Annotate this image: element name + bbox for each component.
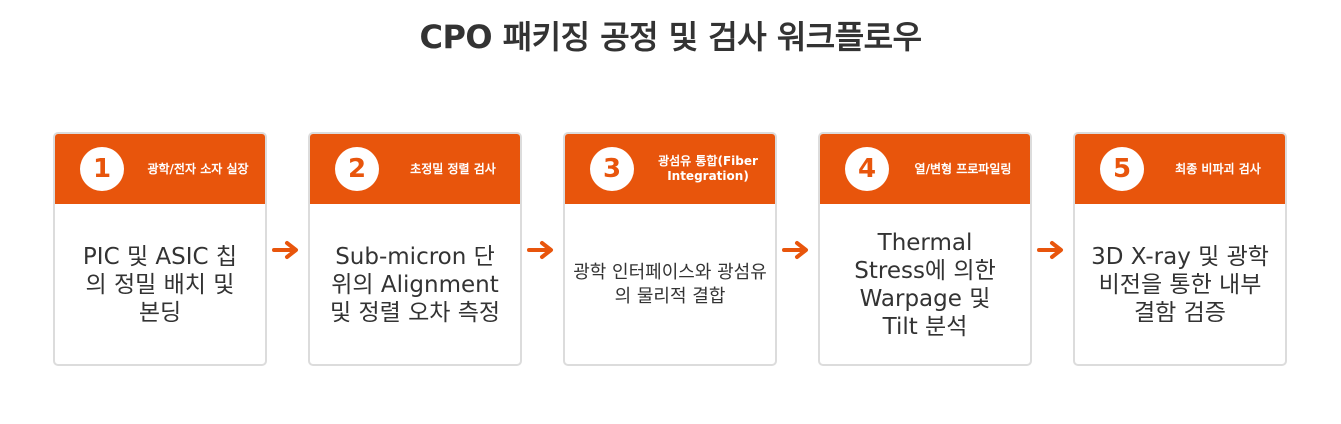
step-description: 3D X-ray 및 광학 비전을 통한 내부 결함 검증: [1091, 244, 1269, 326]
step-header: 3 광섬유 통합(Fiber Integration): [565, 134, 775, 204]
step-header: 2 초정밀 정렬 검사: [310, 134, 520, 204]
step-number-badge: 4: [845, 147, 889, 191]
arrow-right-icon: [782, 241, 808, 259]
step-label: 광섬유 통합(Fiber Integration): [658, 154, 758, 183]
step-number-badge: 3: [590, 147, 634, 191]
arrow-right-icon: [1037, 241, 1063, 259]
step-body: Sub-micron 단위의 Alignment 및 정렬 오차 측정: [310, 204, 520, 364]
step-body: PIC 및 ASIC 칩의 정밀 배치 및 본딩: [55, 204, 265, 364]
step-description: Sub-micron 단위의 Alignment 및 정렬 오차 측정: [329, 244, 501, 326]
workflow-steps: 1 광학/전자 소자 실장 PIC 및 ASIC 칩의 정밀 배치 및 본딩 2…: [53, 132, 1289, 368]
step-card-5: 5 최종 비파괴 검사 3D X-ray 및 광학 비전을 통한 내부 결함 검…: [1073, 132, 1287, 366]
step-body: Thermal Stress에 의한 Warpage 및 Tilt 분석: [820, 204, 1030, 364]
step-number-badge: 2: [335, 147, 379, 191]
arrow-right-icon: [272, 241, 298, 259]
step-card-1: 1 광학/전자 소자 실장 PIC 및 ASIC 칩의 정밀 배치 및 본딩: [53, 132, 267, 366]
step-header: 4 열/변형 프로파일링: [820, 134, 1030, 204]
step-card-4: 4 열/변형 프로파일링 Thermal Stress에 의한 Warpage …: [818, 132, 1032, 366]
step-card-2: 2 초정밀 정렬 검사 Sub-micron 단위의 Alignment 및 정…: [308, 132, 522, 366]
step-body: 광학 인터페이스와 광섬유의 물리적 결합: [565, 204, 775, 364]
step-description: Thermal Stress에 의한 Warpage 및 Tilt 분석: [854, 230, 996, 340]
step-number-badge: 5: [1100, 147, 1144, 191]
step-label: 열/변형 프로파일링: [914, 161, 1012, 176]
step-label: 광학/전자 소자 실장: [147, 161, 249, 176]
step-label: 최종 비파괴 검사: [1175, 161, 1261, 176]
step-label: 초정밀 정렬 검사: [410, 161, 496, 176]
page-title: CPO 패키징 공정 및 검사 워크플로우: [419, 18, 922, 56]
arrow-right-icon: [527, 241, 553, 259]
step-number-badge: 1: [80, 147, 124, 191]
step-description: 광학 인터페이스와 광섬유의 물리적 결합: [573, 262, 767, 307]
step-header: 1 광학/전자 소자 실장: [55, 134, 265, 204]
step-card-3: 3 광섬유 통합(Fiber Integration) 광학 인터페이스와 광섬…: [563, 132, 777, 366]
step-header: 5 최종 비파괴 검사: [1075, 134, 1285, 204]
step-body: 3D X-ray 및 광학 비전을 통한 내부 결함 검증: [1075, 204, 1285, 364]
step-description: PIC 및 ASIC 칩의 정밀 배치 및 본딩: [82, 244, 238, 326]
